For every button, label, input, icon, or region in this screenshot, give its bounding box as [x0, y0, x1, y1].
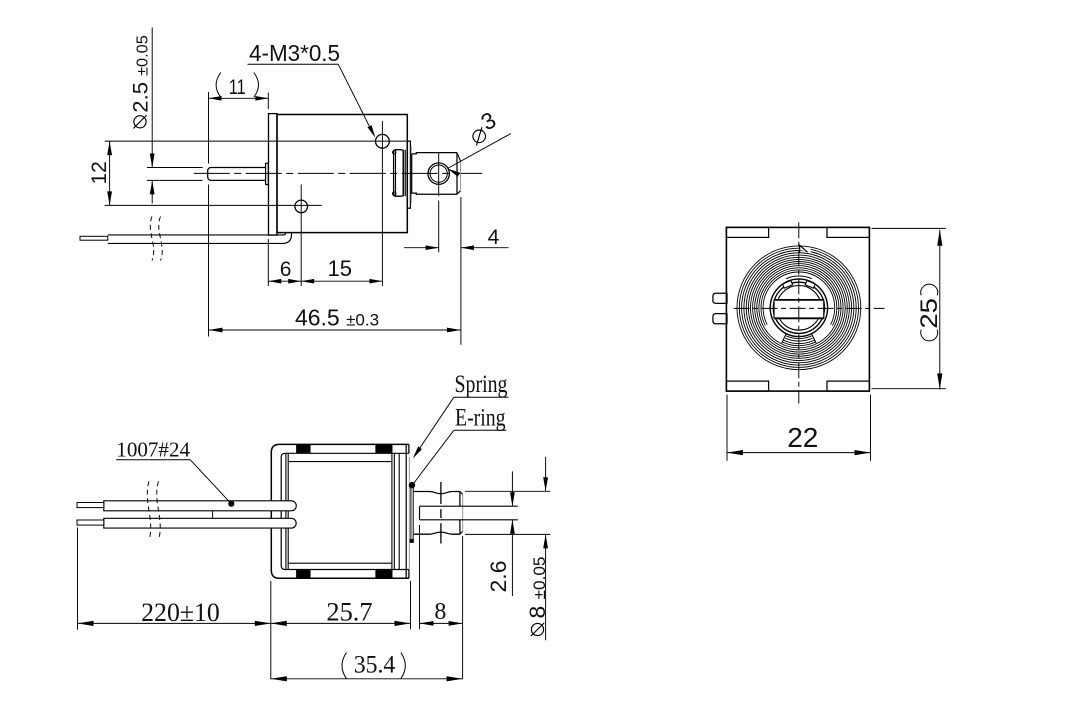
- svg-text:1007#24: 1007#24: [116, 437, 190, 461]
- svg-text:2.6: 2.6: [486, 561, 511, 593]
- svg-text:25: 25: [916, 298, 943, 329]
- svg-text:2.5 ±0.05: 2.5 ±0.05: [130, 35, 153, 113]
- svg-text:35.4: 35.4: [354, 652, 396, 679]
- svg-text:15: 15: [327, 256, 351, 281]
- svg-text:4-M3*0.5: 4-M3*0.5: [249, 40, 340, 66]
- svg-text:8: 8: [434, 599, 446, 625]
- svg-text:46.5 ±0.3: 46.5 ±0.3: [295, 305, 379, 331]
- svg-text:220±10: 220±10: [141, 598, 220, 627]
- svg-text:22: 22: [787, 422, 818, 453]
- svg-text:4: 4: [488, 226, 500, 249]
- svg-text:E-ring: E-ring: [455, 404, 506, 431]
- svg-text:Spring: Spring: [455, 371, 508, 398]
- svg-text:11: 11: [229, 76, 246, 99]
- svg-text:25.7: 25.7: [326, 598, 372, 627]
- svg-text:6: 6: [280, 258, 292, 281]
- svg-text:12: 12: [88, 161, 111, 184]
